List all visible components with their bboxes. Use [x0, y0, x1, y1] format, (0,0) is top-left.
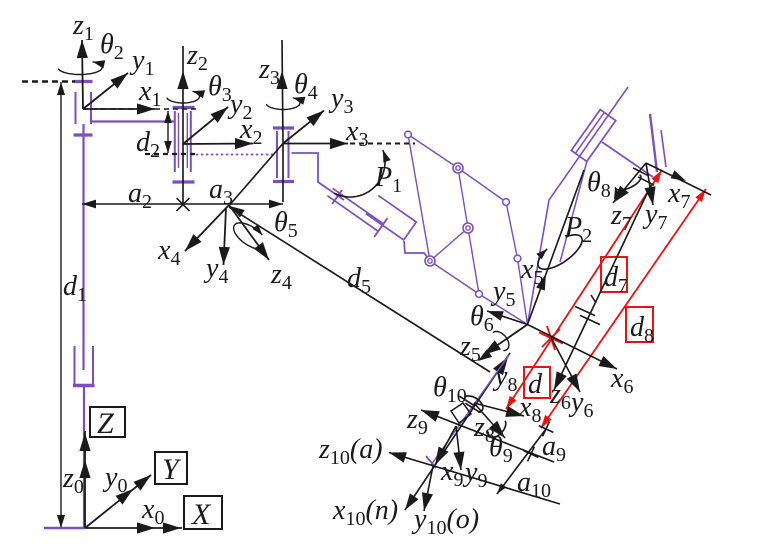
svg-text:a3: a3	[209, 174, 233, 209]
svg-text:y3: y3	[328, 83, 353, 118]
svg-text:x10(n): x10(n)	[332, 495, 398, 530]
svg-text:z10(a): z10(a)	[318, 434, 383, 469]
svg-text:X: X	[191, 498, 212, 531]
svg-text:Z: Z	[97, 407, 114, 440]
svg-text:Y: Y	[162, 453, 182, 486]
svg-text:θ10: θ10	[433, 372, 467, 407]
svg-text:d: d	[528, 369, 543, 400]
svg-text:P2: P2	[564, 212, 592, 247]
